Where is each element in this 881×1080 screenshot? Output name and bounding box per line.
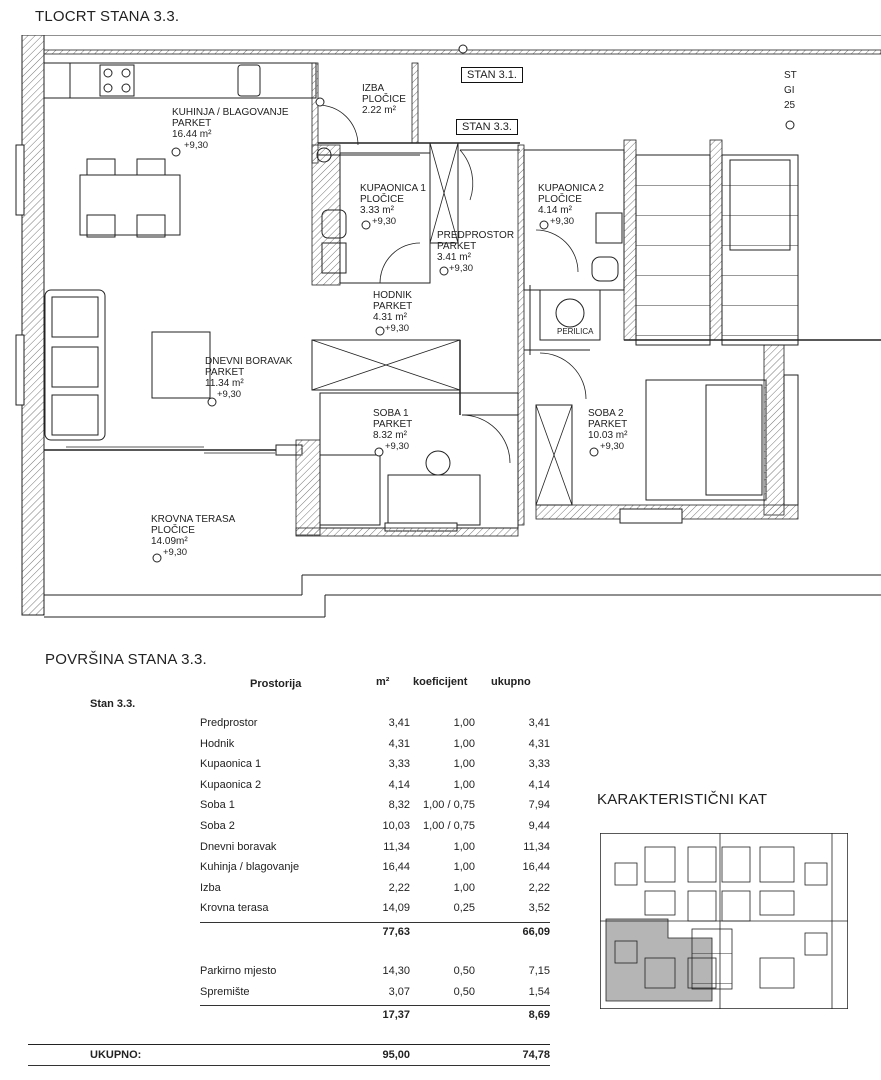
table-row-m2: 4,31 bbox=[388, 737, 410, 750]
table-row-coef: 1,00 bbox=[453, 881, 475, 894]
table-row-name: Hodnik bbox=[200, 737, 235, 750]
header-m2: m² bbox=[376, 676, 390, 688]
table-row-total: 4,14 bbox=[528, 778, 550, 791]
extra-row-m2: 14,30 bbox=[382, 965, 410, 977]
table-row-coef: 1,00 bbox=[453, 737, 475, 750]
table-row-name: Kuhinja / blagovanje bbox=[200, 861, 300, 874]
table-row-total: 16,44 bbox=[522, 861, 550, 874]
group-stan-3-3: Stan 3.3. bbox=[90, 698, 136, 710]
table-row-m2: 3,41 bbox=[388, 717, 410, 729]
divider-1 bbox=[200, 922, 550, 923]
extra-row-total: 1,54 bbox=[528, 985, 550, 998]
grand-m2: 95,00 bbox=[382, 1049, 410, 1061]
extra-row-total: 7,15 bbox=[528, 965, 550, 977]
perilica-label: PERILICA bbox=[557, 327, 594, 336]
table-row-total: 11,34 bbox=[523, 840, 550, 853]
table-row-coef: 1,00 bbox=[453, 758, 475, 771]
table-row-coef: 1,00 / 0,75 bbox=[423, 799, 475, 812]
divider-grand-bottom bbox=[28, 1065, 550, 1066]
table-row-m2: 2,22 bbox=[388, 881, 410, 894]
divider-2 bbox=[200, 1005, 550, 1006]
extra-row-name: Parkirno mjesto bbox=[200, 965, 277, 977]
floorplan-title: TLOCRT STANA 3.3. bbox=[35, 8, 180, 25]
header-koeficijent: koeficijent bbox=[413, 676, 468, 688]
extra-row-name: Spremište bbox=[200, 985, 250, 998]
table-row-name: Kupaonica 2 bbox=[200, 778, 262, 791]
edge-label-3: 25 bbox=[784, 100, 796, 111]
table-row-name: Izba bbox=[200, 881, 221, 894]
table-row-total: 9,44 bbox=[528, 820, 550, 832]
table-row-name: Predprostor bbox=[200, 717, 258, 729]
table-row-name: Krovna terasa bbox=[200, 902, 269, 915]
table-row-m2: 10,03 bbox=[382, 820, 410, 832]
table-row-m2: 11,34 bbox=[383, 840, 410, 853]
divider-grand-top bbox=[28, 1044, 550, 1045]
floor-plan-drawing bbox=[15, 35, 881, 618]
table-row-coef: 1,00 bbox=[453, 717, 475, 729]
table-row-total: 2,22 bbox=[528, 881, 550, 894]
table-row-coef: 0,25 bbox=[453, 902, 475, 915]
table-row-total: 3,33 bbox=[528, 758, 550, 771]
table-row-total: 3,52 bbox=[528, 902, 550, 915]
extra-subtotal-total: 8,69 bbox=[528, 1009, 550, 1021]
extra-row-coef: 0,50 bbox=[453, 985, 475, 998]
table-row-m2: 16,44 bbox=[382, 861, 410, 874]
table-row-m2: 4,14 bbox=[388, 778, 410, 791]
header-ukupno: ukupno bbox=[491, 676, 531, 688]
table-row-name: Soba 1 bbox=[200, 799, 235, 812]
subtotal-m2: 77,63 bbox=[382, 926, 410, 938]
table-row-name: Dnevni boravak bbox=[200, 840, 277, 853]
table-row-coef: 1,00 / 0,75 bbox=[423, 820, 475, 832]
table-row-coef: 1,00 bbox=[453, 861, 475, 874]
edge-label-2: GI bbox=[784, 85, 795, 96]
stan-3-1-tag: STAN 3.1. bbox=[461, 67, 523, 83]
extra-row-m2: 3,07 bbox=[388, 985, 410, 998]
grand-label: UKUPNO: bbox=[90, 1049, 142, 1061]
table-row-coef: 1,00 bbox=[453, 840, 475, 853]
edge-label-1: ST bbox=[784, 70, 797, 81]
table-row-total: 7,94 bbox=[528, 799, 550, 812]
table-row-m2: 3,33 bbox=[388, 758, 410, 771]
table-row-total: 4,31 bbox=[528, 737, 550, 750]
table-row-name: Kupaonica 1 bbox=[200, 758, 262, 771]
extra-row-coef: 0,50 bbox=[453, 965, 475, 977]
subtotal-total: 66,09 bbox=[522, 926, 550, 938]
minimap-title: KARAKTERISTIČNI KAT bbox=[597, 791, 768, 808]
extra-subtotal-m2: 17,37 bbox=[382, 1009, 410, 1021]
table-row-total: 3,41 bbox=[528, 717, 550, 729]
table-row-m2: 8,32 bbox=[388, 799, 410, 812]
table-row-name: Soba 2 bbox=[200, 820, 235, 832]
area-title: POVRŠINA STANA 3.3. bbox=[45, 651, 207, 668]
characteristic-floor-minimap bbox=[600, 833, 848, 1009]
grand-total: 74,78 bbox=[522, 1049, 550, 1061]
stan-3-3-tag: STAN 3.3. bbox=[456, 119, 518, 135]
table-row-coef: 1,00 bbox=[453, 778, 475, 791]
header-prostorija: Prostorija bbox=[250, 678, 302, 690]
table-row-m2: 14,09 bbox=[382, 902, 410, 915]
